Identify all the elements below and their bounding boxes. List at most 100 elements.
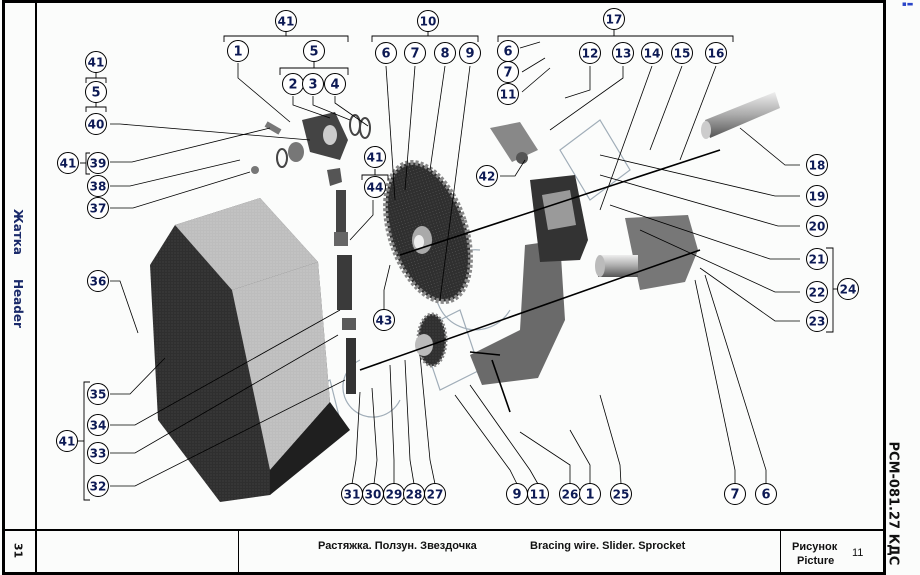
callout-label: 4 bbox=[330, 78, 339, 93]
callout-11: 11 bbox=[527, 483, 549, 505]
callout-label: 6 bbox=[761, 488, 770, 503]
large-sprocket bbox=[383, 160, 473, 304]
callout-6: 6 bbox=[375, 42, 397, 64]
callout-29: 29 bbox=[383, 483, 405, 505]
callout-1: 1 bbox=[227, 40, 249, 62]
callout-circle bbox=[87, 414, 109, 436]
callout-label: 6 bbox=[381, 47, 390, 62]
callout-circle bbox=[497, 61, 519, 83]
callout-circle bbox=[476, 165, 498, 187]
callout-circle bbox=[755, 483, 777, 505]
callout-circle bbox=[527, 483, 549, 505]
callout-label: 17 bbox=[606, 13, 623, 27]
title-block-top-line bbox=[2, 529, 886, 531]
callout-39: 39 bbox=[87, 152, 109, 174]
callout-circle bbox=[806, 185, 828, 207]
callout-label: 22 bbox=[809, 286, 826, 300]
callout-7: 7 bbox=[724, 483, 746, 505]
figure-label-ru: Рисунок bbox=[792, 541, 838, 553]
callout-4: 4 bbox=[324, 73, 346, 95]
callout-circle bbox=[373, 309, 395, 331]
callout-circle bbox=[303, 40, 325, 62]
callout-label: 14 bbox=[644, 47, 661, 61]
motor-bracket bbox=[470, 122, 588, 385]
callout-label: 13 bbox=[615, 47, 632, 61]
callout-label: 16 bbox=[708, 47, 725, 61]
caption-en: Bracing wire. Slider. Sprocket bbox=[530, 540, 686, 552]
hydraulic-motor bbox=[595, 215, 698, 290]
callout-label: 1 bbox=[233, 45, 242, 60]
callout-label: 2 bbox=[288, 78, 297, 93]
callout-label: 9 bbox=[465, 47, 474, 62]
callout-circle bbox=[497, 83, 519, 105]
callout-circle bbox=[724, 483, 746, 505]
callout-label: 7 bbox=[410, 47, 419, 62]
callout-41: 41 bbox=[57, 152, 79, 174]
figure-label-en: Picture bbox=[797, 555, 835, 567]
callout-circle bbox=[671, 42, 693, 64]
callout-35: 35 bbox=[87, 383, 109, 405]
callout-circle bbox=[227, 40, 249, 62]
callout-circle bbox=[705, 42, 727, 64]
callout-circle bbox=[364, 146, 386, 168]
callout-label: 39 bbox=[90, 157, 107, 171]
callout-38: 38 bbox=[87, 175, 109, 197]
figure-number: 11 bbox=[852, 547, 864, 559]
callout-label: 3 bbox=[308, 78, 317, 93]
callout-circle bbox=[87, 152, 109, 174]
callout-label: 11 bbox=[530, 488, 547, 502]
callout-label: 5 bbox=[309, 45, 318, 60]
callout-circle bbox=[85, 81, 107, 103]
sheet-border bbox=[2, 0, 886, 575]
callout-label: 21 bbox=[809, 253, 826, 267]
callout-label: 10 bbox=[420, 15, 437, 29]
callout-6: 6 bbox=[755, 483, 777, 505]
callout-label: 35 bbox=[90, 388, 107, 402]
callout-circle bbox=[56, 430, 78, 452]
callout-label: 12 bbox=[582, 47, 599, 61]
callout-5: 5 bbox=[85, 81, 107, 103]
callout-14: 14 bbox=[641, 42, 663, 64]
callout-label: 28 bbox=[406, 488, 423, 502]
callout-label: 43 bbox=[376, 314, 393, 328]
callout-label: 31 bbox=[344, 488, 361, 502]
callout-label: 8 bbox=[440, 47, 449, 62]
callout-circle bbox=[57, 152, 79, 174]
callout-circle bbox=[434, 42, 456, 64]
callout-7: 7 bbox=[497, 61, 519, 83]
callout-27: 27 bbox=[424, 483, 446, 505]
callout-circle bbox=[459, 42, 481, 64]
caption-ru: Растяжка. Ползун. Звездочка bbox=[318, 540, 477, 552]
callout-label: 32 bbox=[90, 480, 107, 494]
callout-label: 7 bbox=[730, 488, 739, 503]
callout-19: 19 bbox=[806, 185, 828, 207]
callout-label: 1 bbox=[585, 488, 594, 503]
callout-label: 19 bbox=[809, 190, 826, 204]
callout-44: 44 bbox=[364, 176, 386, 198]
callout-circle bbox=[417, 10, 439, 32]
assembly-axis-lines bbox=[359, 149, 721, 413]
callout-label: 18 bbox=[809, 159, 826, 173]
callout-2: 2 bbox=[282, 73, 304, 95]
callout-label: 34 bbox=[90, 419, 107, 433]
callout-circle bbox=[87, 270, 109, 292]
callout-circle bbox=[806, 215, 828, 237]
slider-rod bbox=[327, 168, 356, 394]
callout-label: 37 bbox=[90, 202, 107, 216]
callout-circle bbox=[87, 475, 109, 497]
callout-30: 30 bbox=[362, 483, 384, 505]
callout-23: 23 bbox=[806, 310, 828, 332]
title-block-divider-2 bbox=[780, 529, 781, 575]
callout-label: 25 bbox=[613, 488, 630, 502]
callout-label: 15 bbox=[674, 47, 691, 61]
callout-label: 33 bbox=[90, 447, 107, 461]
small-sprocket bbox=[415, 312, 448, 368]
grouping-brackets bbox=[78, 30, 838, 501]
callout-20: 20 bbox=[806, 215, 828, 237]
callout-33: 33 bbox=[87, 442, 109, 464]
left-margin-divider bbox=[35, 0, 37, 575]
callout-24: 24 bbox=[837, 278, 859, 300]
callout-circle bbox=[806, 310, 828, 332]
callout-label: 9 bbox=[512, 488, 521, 503]
